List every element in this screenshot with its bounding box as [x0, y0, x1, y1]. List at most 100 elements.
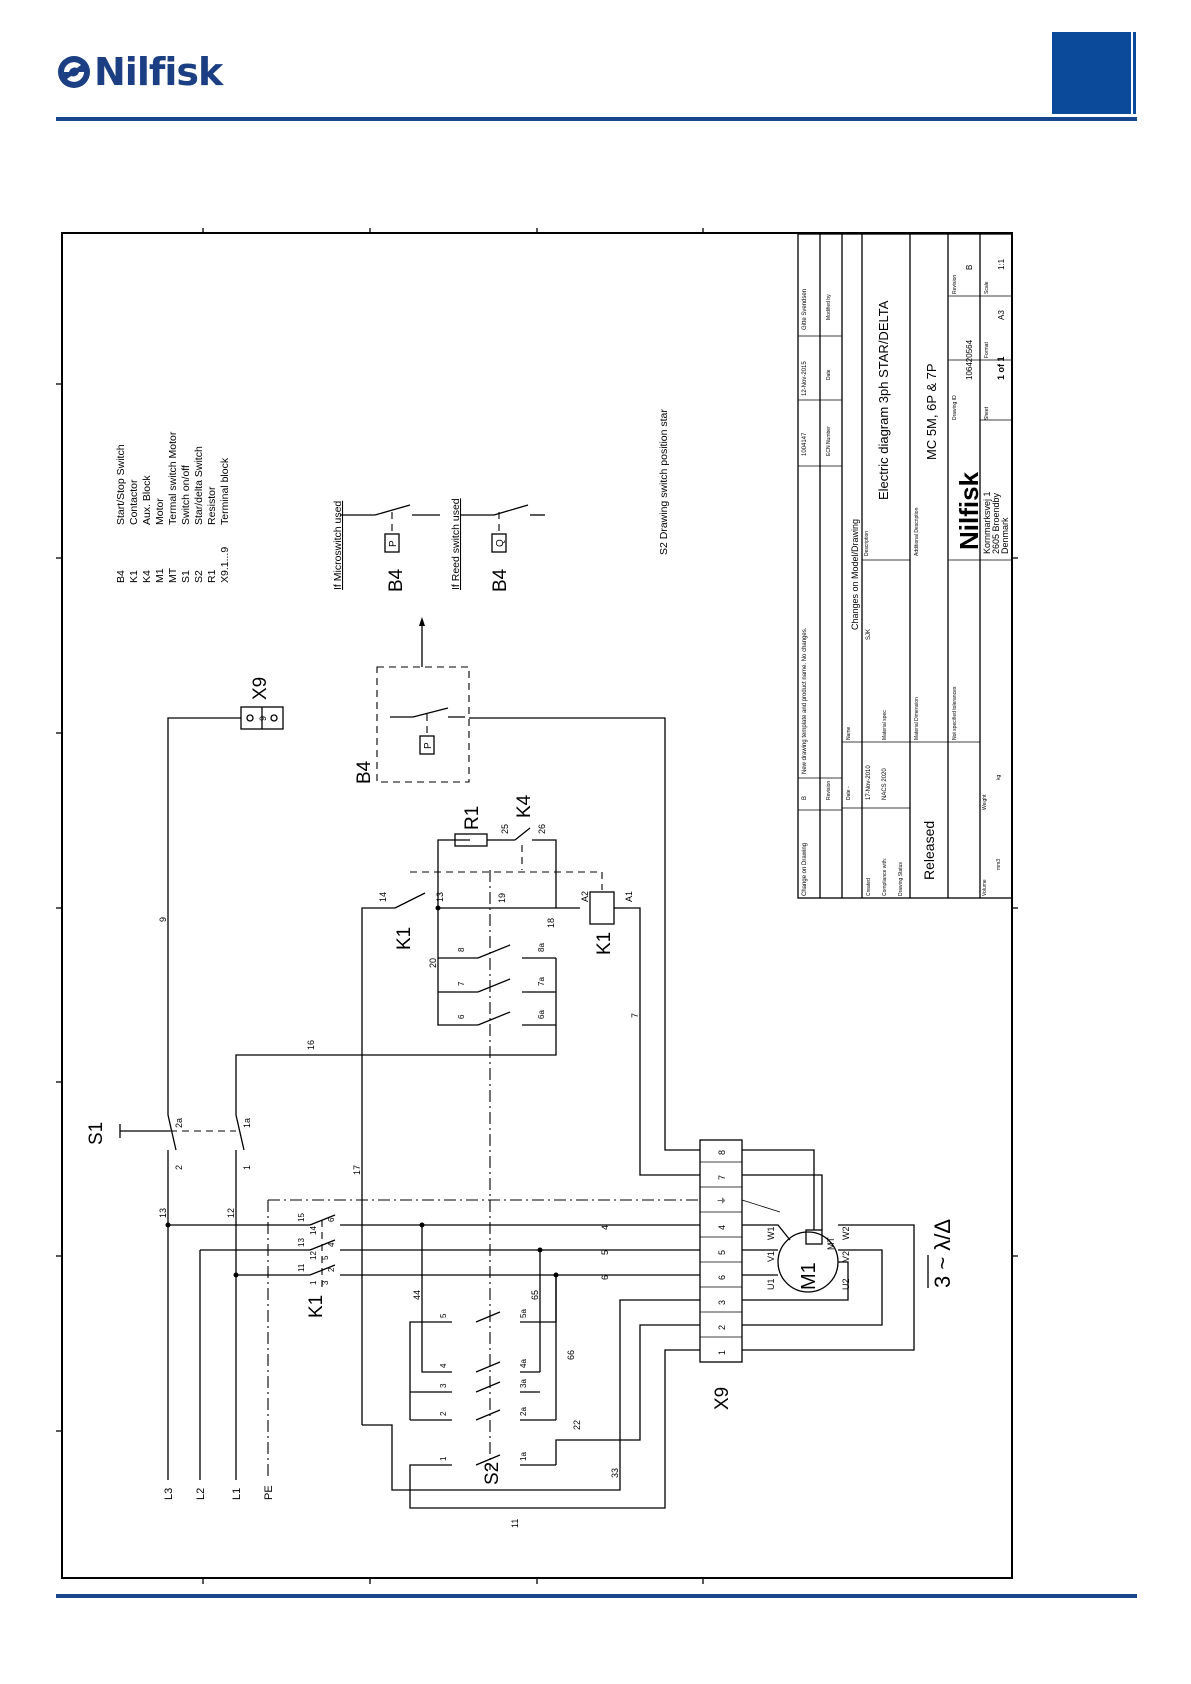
k1-t5: 5: [321, 1255, 330, 1260]
s2-t3: 3: [439, 1383, 448, 1388]
s2-t4: 4: [439, 1363, 448, 1368]
s1-t2a: 2a: [174, 1118, 184, 1128]
wire-18: 18: [546, 918, 556, 928]
terminal-7: 7: [717, 1175, 727, 1180]
tb-modified-by-name: Gitte Svendsen: [802, 289, 808, 330]
k1s-t7: 7: [457, 981, 466, 986]
s1-t1a: 1a: [242, 1118, 252, 1128]
v1-label: V1: [766, 1251, 776, 1262]
terminal-4: 4: [717, 1225, 727, 1230]
tb-volume-unit: mm3: [996, 859, 1002, 870]
tb-modified-by-lbl: Modified by: [826, 294, 832, 320]
k1-t4: 4: [327, 1242, 336, 1247]
legend: B4 Start/Stop Switch K1 Contactor K4 Aux…: [115, 431, 231, 583]
legend-text: Termal switch Motor: [167, 431, 179, 525]
tb-revision-col-lbl: Revision: [952, 275, 958, 294]
legend-text: Aux. Block: [141, 475, 153, 525]
b4-module: P B4 9 X9: [240, 617, 470, 784]
legend-code: B4: [115, 570, 127, 583]
k4-t26: 26: [537, 824, 547, 834]
microswitch-note: If Microswitch used: [332, 501, 344, 590]
q-label: Q: [495, 539, 506, 547]
s1-switch: S1 2 2a 1 1a: [86, 1100, 252, 1170]
wire-9: 9: [158, 917, 168, 922]
k1s-t7a: 7a: [537, 977, 546, 986]
brand-logo: Nilfisk: [56, 50, 223, 94]
k1-coil-label: K1: [594, 932, 615, 955]
legend-code: X9.1...9: [219, 547, 231, 583]
tb-date-lbl: Date: [826, 369, 832, 380]
tb-logo: Nilfisk: [954, 471, 984, 550]
frame-ticks: [56, 228, 1018, 1584]
wire-66: 66: [566, 1350, 576, 1360]
wire-22: 22: [572, 1420, 582, 1430]
supply-pe: PE: [263, 1485, 275, 1500]
k1-t3: 3: [321, 1280, 330, 1285]
s2-t1: 1: [439, 1456, 448, 1461]
tb-change-on-drawing: Change on Drawing: [802, 843, 808, 896]
v2-label: V2: [841, 1251, 851, 1262]
terminal-row: [700, 1161, 742, 1338]
s2-t4a: 4a: [519, 1359, 528, 1368]
supply-l2: L2: [195, 1488, 207, 1500]
terminal-8: 8: [717, 1150, 727, 1155]
tb-created-date: 17-Nov-2010: [866, 765, 872, 800]
legend-code: M1: [154, 568, 166, 583]
legend-code: R1: [206, 569, 218, 583]
wire-16: 16: [306, 1040, 316, 1050]
x9-terminal-9-label: 9: [258, 716, 268, 721]
tb-drawing-id: 106420564: [965, 339, 974, 380]
tb-changes-lbl: Changes on Model/Drawing: [850, 519, 860, 630]
corner-block: [1052, 32, 1136, 114]
tb-tolerances: Not specified tolerances: [952, 686, 958, 740]
tb-drawing-status-lbl: Drawing Status: [898, 862, 904, 896]
x9-terminal-block: 8 7 ⏚ 4 5 6 3 2 1 X9: [699, 1139, 743, 1410]
wire-5: 5: [600, 1250, 610, 1255]
k1-t12: 12: [309, 1251, 318, 1260]
legend-text: Motor: [154, 498, 166, 525]
terminal-3: 3: [717, 1300, 727, 1305]
legend-text: Resistor: [206, 486, 218, 525]
footer-rule: [56, 1594, 1137, 1598]
tb-sheet-val: 1 of 1: [996, 356, 1006, 380]
tb-weight-unit: kg: [996, 775, 1002, 781]
tb-created-by: SJK: [866, 629, 872, 640]
s2-t3a: 3a: [519, 1379, 528, 1388]
s2-t5a: 5a: [519, 1309, 528, 1318]
k1-t13: 13: [297, 1238, 306, 1247]
tb-drawing-status: Released: [921, 821, 937, 880]
tb-scale-val: 1:1: [997, 258, 1006, 270]
k1s-t8: 8: [457, 947, 466, 952]
s1-t2: 2: [174, 1165, 184, 1170]
tb-created-lbl: Created: [866, 878, 872, 896]
tb-material-lbl: Material spec: [882, 710, 888, 740]
k1-t1: 1: [309, 1280, 318, 1285]
tb-weight-lbl: Weight: [982, 794, 988, 810]
k4-t25: 25: [500, 824, 510, 834]
s2-t2a: 2a: [519, 1407, 528, 1416]
coil-a1: A1: [624, 891, 634, 902]
tb-change-desc: New drawing template and product name. N…: [802, 627, 808, 774]
wire-7: 7: [630, 1013, 640, 1018]
terminal-5: 5: [717, 1250, 727, 1255]
tb-rev-letter: B: [802, 796, 808, 800]
k1-aux-area: 17 14 13 K1 19 R1 25 26 K4 A2 A1 K1 7 20: [352, 717, 700, 1425]
tb-address-3: Denmark: [1000, 517, 1010, 554]
tb-material-dim-lbl: Material Dimension: [914, 697, 920, 740]
wire-33: 33: [610, 1468, 620, 1478]
wire-12: 12: [226, 1208, 236, 1218]
tb-ecn: 1004147: [802, 432, 808, 456]
tb-address-1: Kornmarksvej 1: [982, 491, 992, 554]
k1-t14: 14: [309, 1226, 318, 1235]
s1-label: S1: [86, 1122, 107, 1145]
b4-micro-label: B4: [386, 568, 407, 592]
tb-add-desc-lbl: Additional Description: [914, 507, 920, 556]
brand-name: Nilfisk: [94, 50, 223, 94]
legend-text: Start/Stop Switch: [115, 444, 127, 525]
reed-note: If Reed switch used: [450, 498, 462, 590]
motor-spec: 3 ~ λ/Δ: [930, 1219, 955, 1288]
wire-13: 13: [158, 1208, 168, 1218]
k1-t6: 6: [327, 1217, 336, 1222]
s2-switch: S2 5 4 3 2 1 5a 4a 3a 2a 1a 44 65 66 22 …: [362, 1225, 700, 1528]
tb-name-col: Name: [846, 726, 852, 740]
